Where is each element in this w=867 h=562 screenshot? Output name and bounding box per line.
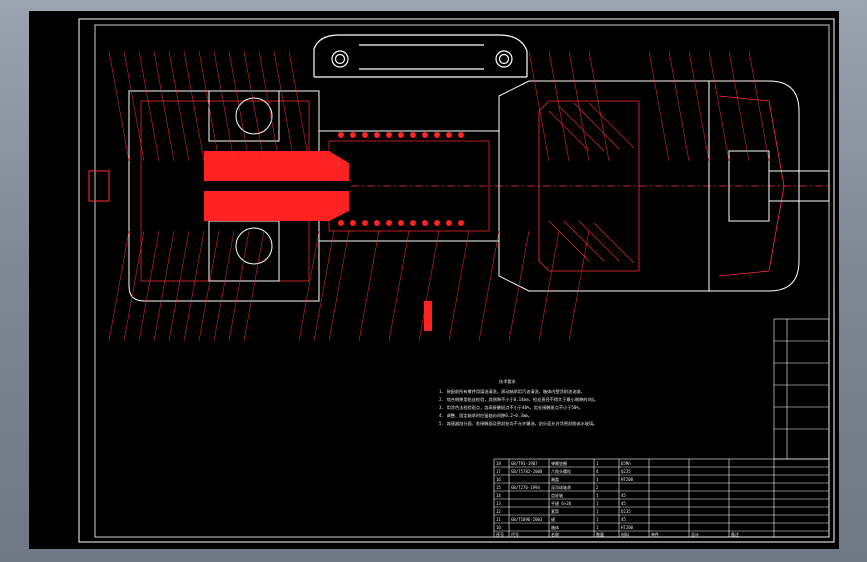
note-line: 3. 用涂色法检验斑点，齿高接触斑点不小于40%，齿长接触斑点不小于50%。 [439, 404, 583, 411]
tb-cell: 13 [496, 501, 501, 506]
tb-cell: 17 [496, 469, 501, 474]
tb-header-cell: 材料 [621, 531, 629, 537]
tb-header-cell: 数量 [596, 531, 604, 537]
tb-cell: 16 [496, 477, 501, 482]
tb-cell: GB/T276-1994 [511, 485, 540, 490]
tb-cell: 12 [496, 509, 501, 514]
tb-cell: 14 [496, 493, 501, 498]
technical-notes: 技术要求 1. 装配前所有零件用煤油清洗，滚动轴承用汽油清洗，箱体内壁涂耐油油漆… [439, 378, 598, 427]
tb-cell: 箱体 [551, 524, 559, 530]
tb-cell: 2 [596, 485, 599, 490]
tb-cell: 18 [496, 461, 501, 466]
tb-cell: 1 [596, 517, 599, 522]
stator-hatch [548, 102, 635, 264]
tb-cell: 45 [621, 501, 626, 506]
tb-cell: 1 [596, 461, 599, 466]
note-line: 5. 减速器剖分面、各接触面及密封处均不允许漏油，剖分面允许涂密封胶或水玻璃。 [439, 420, 597, 427]
tb-header-cell: 总计 [691, 531, 699, 537]
tb-cell: 平键 6×20 [551, 500, 572, 506]
title-block-header: 序号 代号 名称 数量 材料 单件 总计 备注 [496, 531, 739, 537]
output-shaft [728, 150, 830, 222]
leader-lines-bottom [108, 230, 590, 342]
assembly-drawing: 技术要求 1. 装配前所有零件用煤油清洗，滚动轴承用汽油清洗，箱体内壁涂耐油油漆… [78, 18, 835, 543]
note-line: 1. 装配前所有零件用煤油清洗，滚动轴承用汽油清洗，箱体内壁涂耐油油漆。 [439, 388, 585, 395]
tb-cell: 端盖 [551, 476, 559, 482]
tb-cell: Q235 [621, 509, 631, 514]
tb-cell: 键 [551, 516, 555, 522]
tb-cell: 1 [596, 525, 599, 530]
tb-header-cell: 单件 [651, 531, 659, 537]
tb-cell: 4 [596, 469, 599, 474]
leader-lines-top [108, 50, 770, 162]
tb-header-cell: 备注 [731, 531, 739, 537]
tb-cell: 1 [596, 501, 599, 506]
tb-cell: Q235 [621, 469, 631, 474]
tb-cell: 深沟球轴承 [551, 484, 571, 490]
tb-cell: GB/T5782-2000 [511, 469, 543, 474]
tb-cell: 65Mn [621, 461, 631, 466]
tb-header-cell: 名称 [551, 531, 559, 537]
tb-cell: 10 [496, 525, 501, 530]
shaft-section [88, 151, 432, 331]
tb-cell: 齿轮轴 [551, 492, 563, 498]
drawing-frame-outer [78, 18, 835, 543]
drawing-frame-inner [94, 24, 830, 538]
motor-housing [498, 80, 800, 292]
drawing-sheet: 技术要求 1. 装配前所有零件用煤油清洗，滚动轴承用汽油清洗，箱体内壁涂耐油油漆… [29, 11, 839, 549]
tb-cell: 套筒 [551, 508, 559, 514]
tb-cell: 45 [621, 493, 626, 498]
notes-title: 技术要求 [499, 378, 517, 385]
title-block-rows: 18 GB/T93-1987 弹簧垫圈 1 65Mn 17 GB/T5782-2… [496, 460, 634, 530]
spring-coils [338, 132, 464, 226]
note-line: 4. 调整、固定轴承时应留轴向间隙0.2~0.3mm。 [439, 412, 532, 419]
tb-cell: 1 [596, 493, 599, 498]
tb-cell: 45 [621, 517, 626, 522]
note-line: 2. 啮合侧隙用铅丝检验，其侧隙不小于0.14mm，铅丝直径不得大于最小侧隙的4… [439, 396, 598, 403]
tb-header-cell: 代号 [511, 531, 519, 537]
tb-cell: GB/T1096-2003 [511, 517, 543, 522]
tb-cell: 六角头螺栓 [551, 468, 571, 474]
tb-header-cell: 序号 [496, 531, 504, 537]
parts-column-right [773, 318, 830, 460]
tb-cell: 1 [596, 509, 599, 514]
tb-cell: 弹簧垫圈 [551, 460, 567, 466]
tb-cell: GB/T93-1987 [511, 461, 538, 466]
tb-cell: 15 [496, 485, 501, 490]
tb-cell: HT200 [621, 477, 634, 482]
title-block [493, 458, 830, 538]
tb-cell: 11 [496, 517, 501, 522]
cylinder-body [318, 130, 829, 242]
mounting-bracket [313, 34, 528, 78]
tb-cell: 1 [596, 477, 599, 482]
tb-cell: HT200 [621, 525, 634, 530]
